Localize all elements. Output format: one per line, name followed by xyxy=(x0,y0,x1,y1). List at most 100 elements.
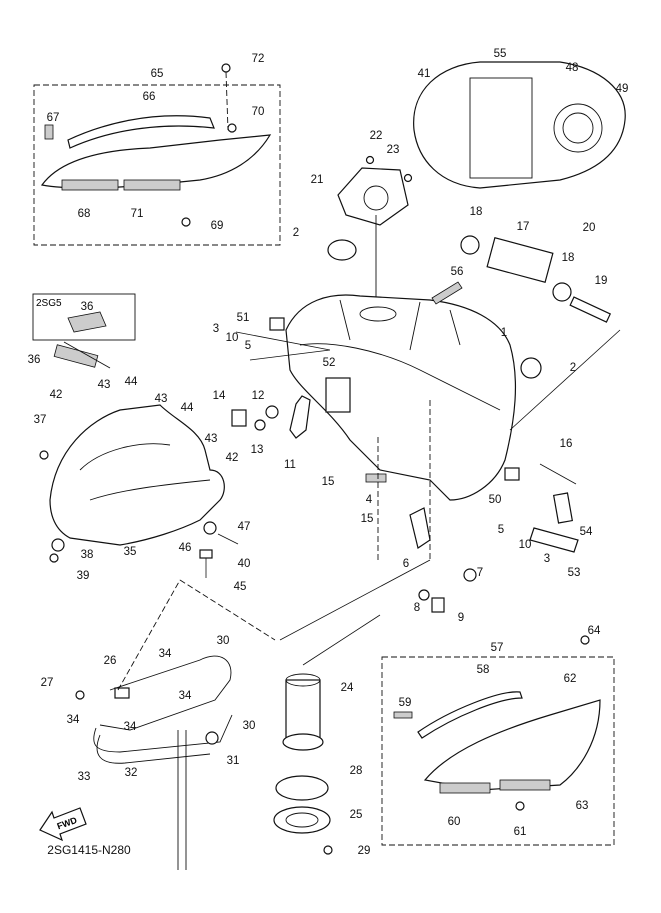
diagram-code: 2SG1415-N280 xyxy=(47,843,131,857)
callout-51: 51 xyxy=(237,312,250,324)
callout-45: 45 xyxy=(234,581,247,593)
bracket-11 xyxy=(289,395,311,439)
damper-4 xyxy=(365,473,387,483)
trim-58 xyxy=(417,691,523,739)
clamp-31 xyxy=(205,731,219,745)
callout-15: 15 xyxy=(361,513,374,525)
bolt-27 xyxy=(75,690,85,700)
callout-46: 46 xyxy=(179,542,192,554)
tank-cover-35 xyxy=(49,404,225,546)
callout-12: 12 xyxy=(252,390,265,402)
callout-28: 28 xyxy=(350,765,363,777)
forward-arrow: FWD xyxy=(39,807,87,842)
callout-41: 41 xyxy=(418,68,431,80)
callout-57: 57 xyxy=(491,642,504,654)
callout-24: 24 xyxy=(341,682,354,694)
pump-17 xyxy=(486,237,554,283)
callout-52: 52 xyxy=(323,357,336,369)
grommet-18a xyxy=(460,235,480,255)
decal-60 xyxy=(439,782,491,794)
callout-64: 64 xyxy=(588,625,601,637)
callout-33: 33 xyxy=(78,771,91,783)
damper-13 xyxy=(254,419,266,431)
callout-36: 36 xyxy=(28,354,41,366)
callout-58: 58 xyxy=(477,664,490,676)
callout-68: 68 xyxy=(78,208,91,220)
hose-19 xyxy=(569,296,612,323)
bolt-22 xyxy=(365,155,375,165)
inset-box-label: 2SG5 xyxy=(36,298,62,309)
collar-12 xyxy=(265,405,279,419)
callout-72: 72 xyxy=(252,53,265,65)
callout-69: 69 xyxy=(211,220,224,232)
callout-5: 5 xyxy=(245,340,251,352)
callout-34: 34 xyxy=(67,714,80,726)
decal-36 xyxy=(53,344,99,368)
callout-26: 26 xyxy=(104,655,117,667)
callout-50: 50 xyxy=(489,494,502,506)
decal-2sg5 xyxy=(67,311,107,333)
callout-38: 38 xyxy=(81,549,94,561)
callout-60: 60 xyxy=(448,816,461,828)
callout-23: 23 xyxy=(387,144,400,156)
damper-51 xyxy=(269,317,285,331)
frame-30 xyxy=(99,655,232,731)
callout-16: 16 xyxy=(560,438,573,450)
callout-49: 49 xyxy=(616,83,629,95)
callout-19: 19 xyxy=(595,275,608,287)
callout-20: 20 xyxy=(583,222,596,234)
inset-box-2sg5 xyxy=(32,293,136,341)
callout-8: 8 xyxy=(414,602,420,614)
frame-32 xyxy=(93,714,233,753)
damper-53 xyxy=(529,527,579,553)
callout-11: 11 xyxy=(284,459,296,471)
screw-64 xyxy=(580,635,590,645)
damper-7 xyxy=(463,568,477,582)
callout-18: 18 xyxy=(470,206,483,218)
callout-9: 9 xyxy=(458,612,464,624)
side-cover-group-box xyxy=(33,84,281,246)
callout-62: 62 xyxy=(564,673,577,685)
bolt-29 xyxy=(323,845,333,855)
callout-40: 40 xyxy=(238,558,251,570)
callout-34: 34 xyxy=(124,721,137,733)
emblem-59 xyxy=(393,711,413,719)
callout-44: 44 xyxy=(181,402,194,414)
callout-48: 48 xyxy=(566,62,579,74)
bolt-16 xyxy=(539,463,577,485)
callout-22: 22 xyxy=(370,130,383,142)
plate-25 xyxy=(273,806,331,834)
grommet-61 xyxy=(515,801,525,811)
callout-13: 13 xyxy=(251,444,264,456)
callout-10: 10 xyxy=(226,332,239,344)
callout-47: 47 xyxy=(238,521,251,533)
damper-8 xyxy=(418,589,430,601)
callout-37: 37 xyxy=(34,414,47,426)
callout-4: 4 xyxy=(366,494,373,506)
callout-30: 30 xyxy=(243,720,256,732)
decal-71 xyxy=(123,179,181,191)
frame-33 xyxy=(96,734,211,764)
callout-43: 43 xyxy=(98,379,111,391)
callout-70: 70 xyxy=(252,106,265,118)
callout-42: 42 xyxy=(226,452,239,464)
fuel-tank xyxy=(285,294,517,501)
cap-seal-2 xyxy=(327,239,357,261)
callout-5: 5 xyxy=(498,524,504,536)
callout-43: 43 xyxy=(205,433,218,445)
damper-38 xyxy=(51,538,65,552)
callout-61: 61 xyxy=(514,826,527,838)
bolt-23 xyxy=(403,173,413,183)
callout-42: 42 xyxy=(50,389,63,401)
callout-17: 17 xyxy=(517,221,530,233)
callout-31: 31 xyxy=(227,755,240,767)
screw-72 xyxy=(221,63,231,73)
callout-3: 3 xyxy=(544,553,550,565)
callout-18: 18 xyxy=(562,252,575,264)
nut-70 xyxy=(227,123,237,133)
damper-50 xyxy=(504,467,520,481)
callout-43: 43 xyxy=(155,393,168,405)
callout-63: 63 xyxy=(576,800,589,812)
callout-65: 65 xyxy=(151,68,164,80)
